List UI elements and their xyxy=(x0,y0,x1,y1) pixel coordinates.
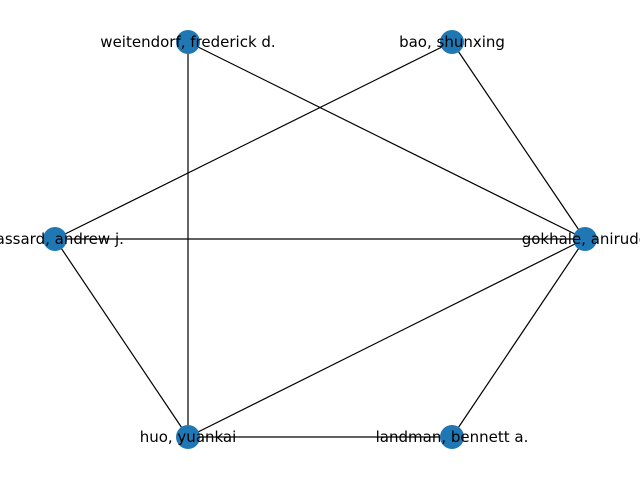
edge-weitendorf-gokhale xyxy=(187,41,586,240)
edge-bassard-huo xyxy=(54,238,189,438)
node-label-bassard: bassard, andrew j. xyxy=(0,230,124,248)
label-layer: weitendorf, frederick d. bao, shunxing gok… xyxy=(0,33,640,446)
node-bao xyxy=(440,30,464,54)
node-landman xyxy=(440,425,464,449)
edge-bao-bassard xyxy=(54,41,453,240)
node-label-weitendorf: weitendorf, frederick d. xyxy=(100,33,275,51)
node-layer xyxy=(43,30,597,449)
edge-gokhale-landman xyxy=(451,238,586,438)
edge-layer xyxy=(54,41,586,438)
node-weitendorf xyxy=(176,30,200,54)
node-bassard xyxy=(43,227,67,251)
node-label-bao: bao, shunxing xyxy=(399,33,505,51)
edge-bao-gokhale xyxy=(451,41,586,240)
node-huo xyxy=(176,425,200,449)
node-label-gokhale: gokhale, anirudd xyxy=(522,230,640,248)
node-label-landman: landman, bennett a. xyxy=(376,428,529,446)
edge-huo-gokhale xyxy=(187,238,586,438)
node-label-huo: huo, yuankai xyxy=(140,428,237,446)
node-gokhale xyxy=(573,227,597,251)
